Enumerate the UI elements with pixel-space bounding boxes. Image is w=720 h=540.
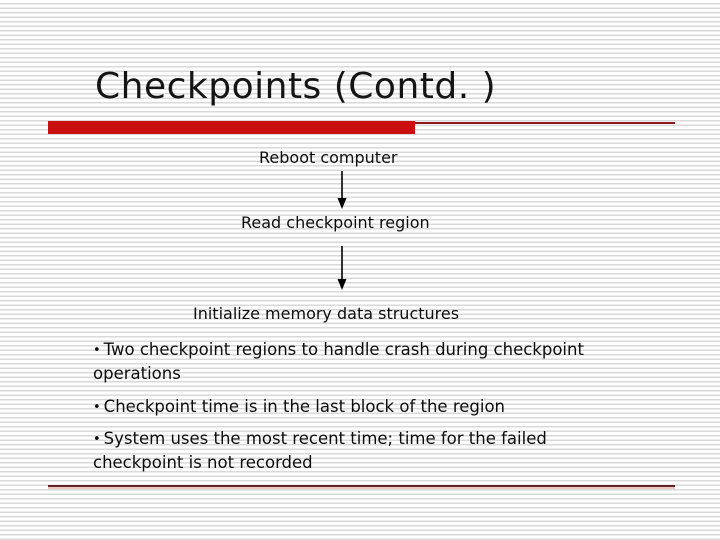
bullet-text: Checkpoint time is in the last block of … (103, 397, 505, 416)
bullet-icon: • (93, 400, 101, 415)
bullet-text: System uses the most recent time; time f… (93, 429, 547, 472)
bullet-item: •Checkpoint time is in the last block of… (93, 395, 608, 419)
flow-step-initialize-memory: Initialize memory data structures (193, 304, 460, 323)
title-underline-bar (48, 121, 415, 134)
down-arrow-icon (337, 171, 347, 209)
bullet-icon: • (93, 432, 101, 447)
bullet-item: •Two checkpoint regions to handle crash … (93, 338, 608, 385)
flow-step-read-checkpoint-region: Read checkpoint region (241, 213, 430, 232)
bullet-text: Two checkpoint regions to handle crash d… (93, 340, 584, 383)
bullet-icon: • (93, 343, 101, 358)
footer-rule-dark (48, 485, 675, 487)
footer-rule-pink (48, 487, 675, 489)
slide-title: Checkpoints (Contd. ) (95, 66, 497, 107)
down-arrow-icon (337, 246, 347, 290)
bullet-item: •System uses the most recent time; time … (93, 427, 608, 474)
flow-step-reboot-computer: Reboot computer (259, 148, 398, 167)
title-underline-rule (415, 122, 675, 124)
